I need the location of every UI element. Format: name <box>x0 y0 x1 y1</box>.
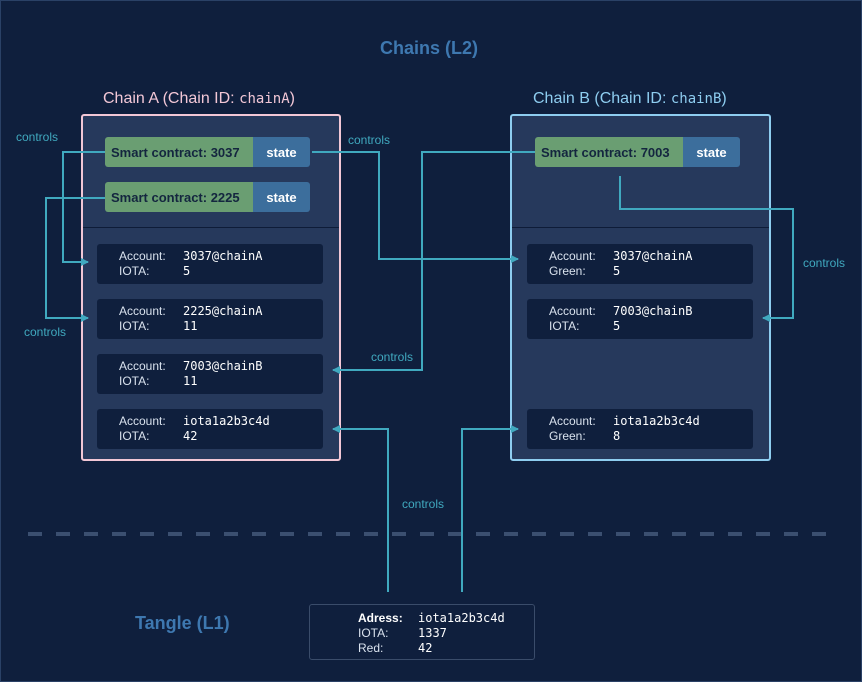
smart-contract-label: Smart contract: 7003 <box>535 137 683 167</box>
smart-contract-label: Smart contract: 3037 <box>105 137 253 167</box>
chain-a-divider <box>83 227 339 228</box>
chain-b-title: Chain B (Chain ID: chainB) <box>533 90 727 107</box>
tangle-address-box: Adress:iota1a2b3c4d IOTA:1337 Red:42 <box>309 604 535 660</box>
smart-contract-2225[interactable]: Smart contract: 2225 state <box>105 182 310 212</box>
chain-b-box <box>510 114 771 461</box>
state-badge: state <box>683 137 740 167</box>
smart-contract-3037[interactable]: Smart contract: 3037 state <box>105 137 310 167</box>
account-card: Account:2225@chainA IOTA:11 <box>97 299 323 339</box>
controls-label: controls <box>371 350 414 364</box>
state-badge: state <box>253 182 310 212</box>
controls-label: controls <box>348 133 391 147</box>
tangle-title: Tangle (L1) <box>135 613 230 633</box>
chain-a-title: Chain A (Chain ID: chainA) <box>103 90 295 107</box>
account-card: Account:7003@chainB IOTA:11 <box>97 354 323 394</box>
account-card: Account:3037@chainA IOTA:5 <box>97 244 323 284</box>
controls-arrow-tangle-to-a <box>332 425 389 592</box>
chain-b-divider <box>512 227 769 228</box>
account-card: Account:iota1a2b3c4d Green:8 <box>527 409 753 449</box>
smart-contract-7003[interactable]: Smart contract: 7003 state <box>535 137 740 167</box>
state-badge: state <box>253 137 310 167</box>
controls-arrow-7003-to-a <box>332 151 535 374</box>
controls-arrow-tangle-to-b <box>461 425 519 592</box>
account-card: Account:7003@chainB IOTA:5 <box>527 299 753 339</box>
controls-label: controls <box>16 130 59 144</box>
chain-a-box <box>81 114 341 461</box>
controls-arrow-3037-to-b <box>312 151 519 263</box>
controls-arrow-3037 <box>62 151 105 266</box>
controls-label: controls <box>402 497 445 511</box>
account-card: Account:iota1a2b3c4d IOTA:42 <box>97 409 323 449</box>
chains-title: Chains (L2) <box>380 38 479 58</box>
smart-contract-label: Smart contract: 2225 <box>105 182 253 212</box>
controls-label: controls <box>24 325 67 339</box>
controls-arrow-2225 <box>45 197 105 322</box>
controls-label: controls <box>803 256 846 270</box>
controls-arrow-7003-local <box>619 176 794 322</box>
account-card: Account:3037@chainA Green:5 <box>527 244 753 284</box>
